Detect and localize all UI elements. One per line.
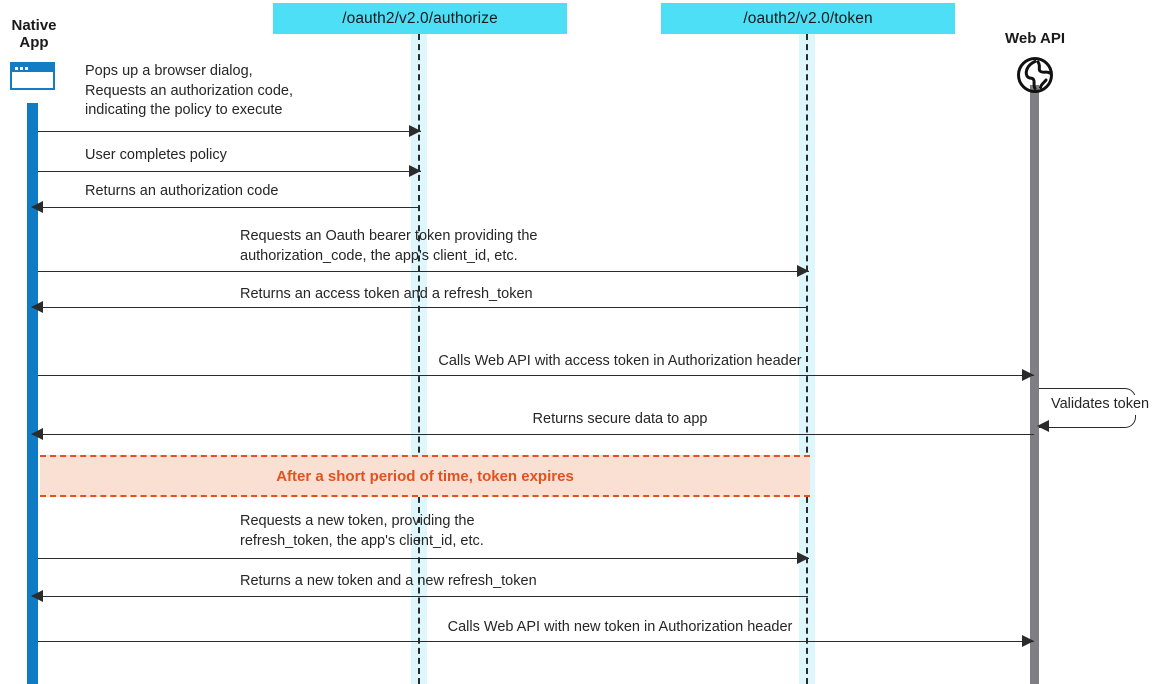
message-label-m2: User completes policy	[85, 147, 227, 163]
message-label-m8: Returns secure data to app	[532, 411, 708, 427]
message-line-m3	[32, 207, 420, 208]
message-arrowhead-m1	[409, 125, 421, 137]
participant-title-native-app: Native App	[0, 17, 68, 51]
message-label-m5: Returns an access token and a refresh_to…	[240, 286, 533, 302]
message-label-m6: Calls Web API with access token in Autho…	[438, 353, 802, 369]
lifeline-authorize	[418, 34, 420, 684]
message-label-m7: Validates token	[1051, 395, 1174, 415]
message-label-m10: Returns a new token and a new refresh_to…	[240, 573, 537, 589]
participant-label-web-api: Web API	[1004, 30, 1065, 47]
message-arrowhead-m11	[1022, 635, 1034, 647]
message-line-m9	[38, 558, 809, 559]
participant-label-authorize: /oauth2/v2.0/authorize	[342, 9, 498, 27]
globe-icon	[1016, 56, 1054, 94]
participant-box-authorize[interactable]: /oauth2/v2.0/authorize	[273, 3, 567, 34]
message-label-m1: Pops up a browser dialog, Requests an au…	[85, 63, 293, 118]
lifeline-token	[806, 34, 808, 684]
participant-label-token: /oauth2/v2.0/token	[743, 9, 873, 27]
message-arrowhead-m6	[1022, 369, 1034, 381]
participant-title-web-api: Web API	[975, 30, 1095, 47]
message-line-m11	[38, 641, 1034, 642]
message-line-m6	[38, 375, 1034, 376]
message-arrowhead-m8	[31, 428, 43, 440]
message-label-m11: Calls Web API with new token in Authoriz…	[447, 619, 793, 635]
browser-window-icon	[10, 62, 55, 90]
message-label-m9: Requests a new token, providing the refr…	[240, 513, 484, 549]
message-arrowhead-m2	[409, 165, 421, 177]
browser-window-icon-titlebar	[12, 64, 53, 72]
message-line-m2	[38, 171, 421, 172]
message-line-m1	[38, 131, 421, 132]
note-token-expiry-label: After a short period of time, token expi…	[276, 467, 574, 485]
message-arrowhead-m5	[31, 301, 43, 313]
message-arrowhead-m7	[1037, 420, 1049, 432]
message-line-m8	[32, 434, 1034, 435]
message-line-m5	[32, 307, 808, 308]
note-token-expiry: After a short period of time, token expi…	[40, 455, 810, 497]
lifeline-web-api	[1030, 85, 1039, 684]
message-label-m3: Returns an authorization code	[85, 183, 279, 199]
message-label-m4: Requests an Oauth bearer token providing…	[240, 228, 538, 264]
message-line-m10	[32, 596, 808, 597]
message-arrowhead-m4	[797, 265, 809, 277]
message-arrowhead-m3	[31, 201, 43, 213]
message-arrowhead-m9	[797, 552, 809, 564]
message-arrowhead-m10	[31, 590, 43, 602]
lifeline-native-app	[27, 103, 38, 684]
participant-label-native-app: Native App	[11, 17, 57, 51]
participant-box-token[interactable]: /oauth2/v2.0/token	[661, 3, 955, 34]
message-line-m4	[38, 271, 809, 272]
